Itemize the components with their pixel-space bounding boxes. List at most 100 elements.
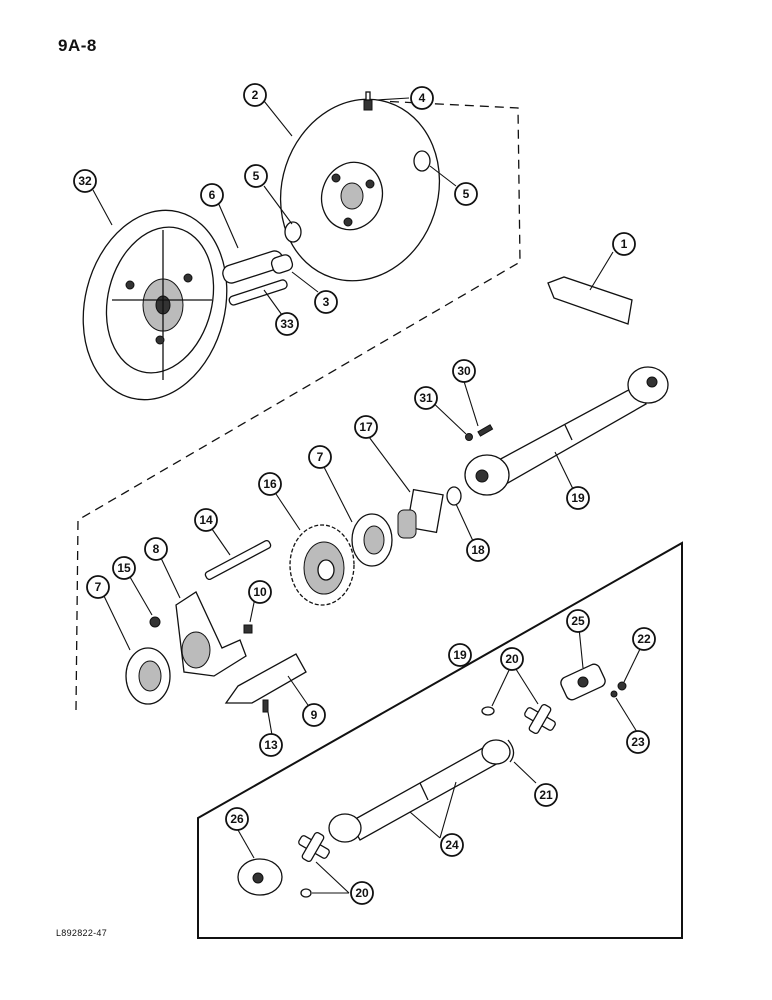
svg-text:20: 20 [355, 886, 369, 900]
svg-text:15: 15 [117, 561, 131, 575]
callout-20-lower: 20 [350, 881, 374, 905]
callout-16: 16 [258, 472, 282, 496]
part-bracket-housing [175, 591, 247, 677]
part-bolt [477, 424, 494, 437]
callout-23: 23 [626, 730, 650, 754]
svg-text:6: 6 [209, 188, 216, 202]
svg-text:8: 8 [153, 542, 160, 556]
dashed-group-outline [75, 99, 521, 711]
callout-5-left: 5 [244, 164, 268, 188]
callout-15: 15 [112, 556, 136, 580]
figure-reference-code: L892822-47 [56, 928, 108, 938]
svg-text:5: 5 [463, 187, 470, 201]
callout-14: 14 [194, 508, 218, 532]
part-flange-yoke [237, 858, 283, 896]
svg-text:30: 30 [457, 364, 471, 378]
part-u-joint-cross-lower [298, 831, 330, 863]
page-id: 9A-8 [58, 36, 97, 55]
part-o-ring-left [284, 221, 302, 243]
svg-text:17: 17 [359, 420, 373, 434]
svg-text:20: 20 [505, 652, 519, 666]
part-wedge-block [547, 276, 633, 325]
part-shield-strip [224, 653, 307, 704]
part-driveshaft-upper [464, 366, 669, 496]
svg-text:9: 9 [311, 708, 318, 722]
svg-text:3: 3 [323, 295, 330, 309]
svg-text:25: 25 [571, 614, 585, 628]
svg-text:7: 7 [95, 580, 102, 594]
svg-text:32: 32 [78, 174, 92, 188]
part-nut [465, 433, 473, 441]
part-yoke-bolt [610, 690, 618, 698]
callout-13: 13 [259, 733, 283, 757]
callout-18: 18 [466, 538, 490, 562]
svg-text:2: 2 [252, 88, 259, 102]
svg-text:16: 16 [263, 477, 277, 491]
part-clip-lower [300, 888, 312, 898]
part-bearing-lower [125, 647, 171, 705]
callout-10: 10 [248, 580, 272, 604]
callout-20-upper: 20 [500, 647, 524, 671]
callout-19-detail: 19 [448, 643, 472, 667]
callout-22: 22 [632, 627, 656, 651]
svg-text:19: 19 [571, 491, 585, 505]
callout-6: 6 [200, 183, 224, 207]
part-washer [446, 486, 462, 506]
callout-19-upper: 19 [566, 486, 590, 510]
part-pulley-wheel [82, 209, 228, 401]
callout-4: 4 [410, 86, 434, 110]
svg-text:1: 1 [621, 237, 628, 251]
part-shaft-tube [328, 739, 511, 843]
svg-text:13: 13 [264, 738, 278, 752]
callout-3: 3 [314, 290, 338, 314]
part-snap-ring [507, 739, 515, 763]
svg-text:19: 19 [453, 648, 467, 662]
svg-text:4: 4 [419, 91, 426, 105]
svg-text:14: 14 [199, 513, 213, 527]
callout-25: 25 [566, 609, 590, 633]
svg-text:7: 7 [317, 450, 324, 464]
callout-26: 26 [225, 807, 249, 831]
part-screw [262, 699, 269, 713]
part-lock-nut [149, 616, 161, 628]
svg-text:22: 22 [637, 632, 651, 646]
part-clip-upper [481, 706, 495, 716]
callout-1: 1 [612, 232, 636, 256]
part-yoke-nut [617, 681, 627, 691]
svg-text:24: 24 [445, 838, 459, 852]
part-u-joint-cross-upper [524, 703, 556, 735]
svg-text:26: 26 [230, 812, 244, 826]
callout-2: 2 [243, 83, 267, 107]
callout-32: 32 [73, 169, 97, 193]
svg-text:21: 21 [539, 788, 553, 802]
svg-text:23: 23 [631, 735, 645, 749]
callout-31: 31 [414, 386, 438, 410]
callout-33: 33 [275, 312, 299, 336]
part-pins [222, 250, 294, 306]
callout-24: 24 [440, 833, 464, 857]
callout-21: 21 [534, 783, 558, 807]
driveshaft-detail-frame [197, 541, 683, 939]
part-shaft [204, 539, 272, 581]
svg-text:10: 10 [253, 585, 267, 599]
part-sprocket [289, 524, 355, 606]
svg-text:31: 31 [419, 391, 433, 405]
part-o-ring-right [413, 150, 431, 172]
callout-30: 30 [452, 359, 476, 383]
part-bearing-upper [351, 513, 393, 567]
svg-text:33: 33 [280, 317, 294, 331]
svg-text:18: 18 [471, 543, 485, 557]
part-setscrew [243, 624, 253, 634]
part-hub-flange [397, 488, 444, 539]
part-slip-yoke [560, 663, 606, 701]
callout-8: 8 [144, 537, 168, 561]
callout-7-upper: 7 [308, 445, 332, 469]
part-disc-plate [279, 98, 441, 282]
callout-9: 9 [302, 703, 326, 727]
svg-text:5: 5 [253, 169, 260, 183]
callout-5-right: 5 [454, 182, 478, 206]
leader-lines [92, 97, 641, 894]
callout-17: 17 [354, 415, 378, 439]
